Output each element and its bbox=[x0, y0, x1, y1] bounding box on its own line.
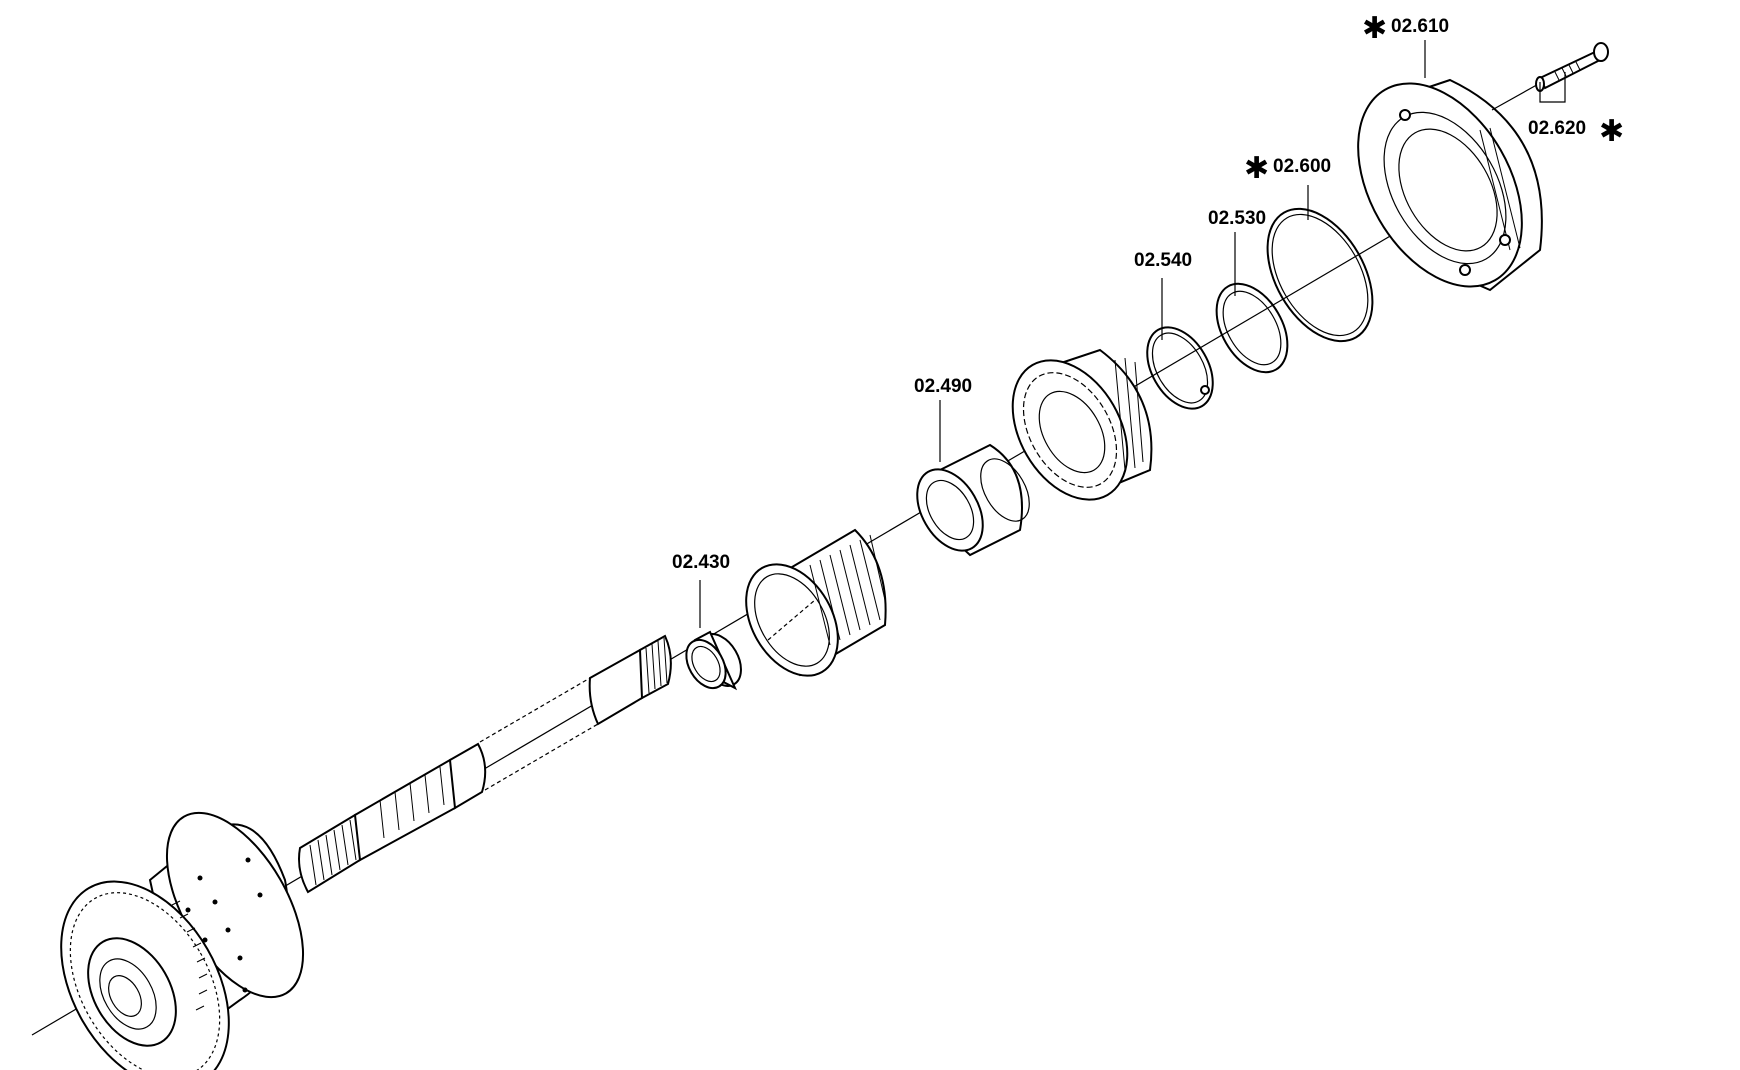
label-02600: 02.600 bbox=[1273, 156, 1331, 177]
part-02530-ring bbox=[1215, 282, 1289, 374]
label-02610: 02.610 bbox=[1391, 16, 1449, 37]
part-02620-bolt bbox=[1491, 42, 1609, 111]
part-labels: 02.430 02.490 02.540 02.530 ✱ 02.600 ✱ 0… bbox=[672, 11, 1624, 573]
part-02430-sleeve bbox=[685, 630, 742, 691]
label-02620: 02.620 bbox=[1528, 118, 1586, 139]
asterisk-02610: ✱ bbox=[1362, 11, 1387, 46]
spline-gear-sleeve bbox=[745, 528, 887, 677]
leader-lines bbox=[699, 40, 1566, 628]
part-02600-o-ring bbox=[1266, 207, 1374, 343]
part-02610-housing-cover bbox=[1357, 78, 1543, 292]
part-02540-snap-ring bbox=[1146, 326, 1214, 410]
roller-bearing bbox=[1011, 348, 1153, 501]
label-02530: 02.530 bbox=[1208, 208, 1266, 229]
asterisk-02600: ✱ bbox=[1244, 151, 1269, 186]
label-02490: 02.490 bbox=[914, 376, 972, 397]
gear-drum-assembly bbox=[60, 811, 305, 1070]
main-shaft bbox=[298, 634, 672, 894]
part-02490-ring bbox=[916, 443, 1030, 557]
asterisk-02620: ✱ bbox=[1599, 114, 1624, 149]
label-02430: 02.430 bbox=[672, 552, 730, 573]
label-02540: 02.540 bbox=[1134, 250, 1192, 271]
